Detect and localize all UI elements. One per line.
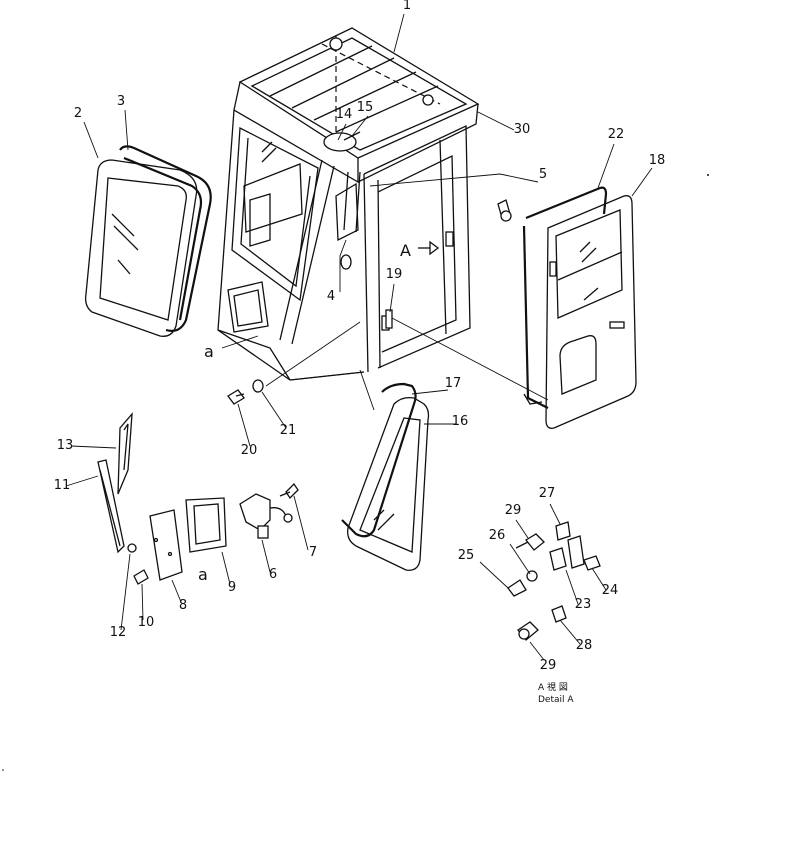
callout-c28: 28 [576,638,593,653]
callout-c15: 15 [357,100,374,115]
speck [707,174,709,176]
callout-c12: 12 [110,625,127,640]
ref-letter-a-lower: a [198,565,208,584]
callout-c9: 9 [228,580,236,595]
detail-caption-en: Detail A [538,695,574,705]
callout-c3: 3 [117,94,125,109]
callout-c5: 5 [539,167,547,182]
left-window-glass [84,145,212,337]
callout-c19: 19 [386,267,403,282]
view-marker-a: A [400,241,411,260]
callout-c18: 18 [649,153,666,168]
callout-c17: 17 [445,376,462,391]
callout-c1: 1 [403,0,411,13]
cab-body [217,27,480,381]
callout-c29a: 29 [505,503,522,518]
ref-letter-a-upper: a [204,342,214,361]
callout-c26: 26 [489,528,506,543]
callout-c22: 22 [608,127,625,142]
callout-c14: 14 [336,107,353,122]
door-assembly [522,186,637,429]
callout-c8: 8 [179,598,187,613]
callout-c25: 25 [458,548,475,563]
callout-c30: 30 [514,122,531,137]
callout-c6: 6 [269,567,277,582]
speck [2,769,4,771]
callout-c24: 24 [602,583,619,598]
callout-c27: 27 [539,486,556,501]
wiper-assembly [97,412,133,554]
callout-c21: 21 [280,423,297,438]
callout-c23: 23 [575,597,592,612]
callout-c2: 2 [74,106,82,121]
hardware-parts [227,199,512,405]
callout-c4: 4 [327,289,335,304]
callout-c10: 10 [138,615,155,630]
callout-c13: 13 [57,438,74,453]
callout-c20: 20 [241,443,258,458]
callout-c7: 7 [309,545,317,560]
leader-lines [65,13,653,661]
callout-c29b: 29 [540,658,557,673]
callout-c16: 16 [452,414,469,429]
detail-a-parts [507,521,601,641]
front-lower-glass [341,382,430,571]
motor-bracket-group [127,482,299,585]
callout-c11: 11 [54,478,71,493]
detail-caption-jp: A 視 図 [538,681,568,693]
